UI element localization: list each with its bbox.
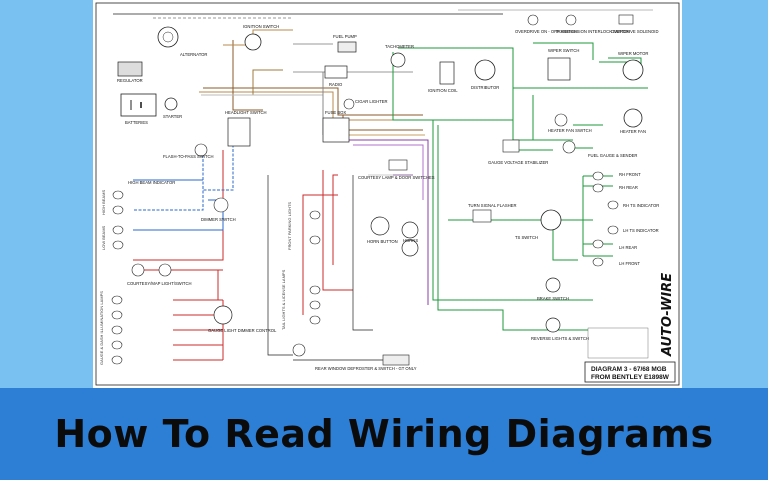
label-layer: IGNITION SWITCH ALTERNATOR REGULATOR BAT… xyxy=(99,24,675,381)
alternator-symbol xyxy=(157,26,179,48)
gauge-stabilizer-symbol xyxy=(502,139,520,153)
label-courtesy-lamp: COURTESY LAMP & DOOR SWITCHES xyxy=(358,175,435,180)
label-starter: STARTER xyxy=(163,114,182,119)
label-wiper-motor: WIPER MOTOR xyxy=(618,51,648,56)
courtesy-map-light-symbol xyxy=(131,263,145,277)
color-legend-box xyxy=(587,327,649,359)
label-cigar-lighter: CIGAR LIGHTER xyxy=(355,99,388,104)
label-gauge-stabilizer: GAUGE VOLTAGE STABILIZER xyxy=(488,160,548,165)
label-distributor: DISTRIBUTOR xyxy=(471,85,499,90)
heater-fan-switch-symbol xyxy=(554,113,568,127)
right-background xyxy=(682,0,768,388)
brake-switch-symbol xyxy=(545,277,561,293)
label-high-beam-indicator: HIGH BEAM INDICATOR xyxy=(128,180,175,185)
ignition-coil-symbol xyxy=(439,61,455,85)
courtesy-lamp-symbol xyxy=(388,159,408,171)
label-gauge-dimmer: GAUGE LIGHT DIMMER CONTROL xyxy=(208,328,277,333)
label-brake-switch: BRAKE SWITCH xyxy=(537,296,569,301)
diagram-title-line2: FROM BENTLEY E1898W xyxy=(591,374,670,381)
cigar-lighter-symbol xyxy=(343,98,355,110)
battery-symbol xyxy=(120,93,157,117)
diagram-title-box xyxy=(584,361,676,383)
label-rear-defroster: REAR WINDOW DEFROSTER & SWITCH - GT ONLY xyxy=(315,366,417,371)
gauge-dimmer-symbol xyxy=(213,305,233,325)
label-fuel-gauge: FUEL GAUGE & SENDER xyxy=(588,153,637,158)
horns-symbol xyxy=(401,221,419,239)
fuel-pump-symbol xyxy=(337,41,357,53)
label-ignition-coil: IGNITION COIL xyxy=(428,88,458,93)
component-layer xyxy=(111,14,676,383)
flash-to-pass-symbol xyxy=(194,143,208,157)
label-front-parking: FRONT PARKING LIGHTS xyxy=(287,202,292,250)
label-rh-ts-indicator: RH TS INDICATOR xyxy=(623,203,659,208)
label-fuse-box: FUSE BOX xyxy=(325,110,346,115)
label-wiper-switch: WIPER SWITCH xyxy=(548,48,579,53)
label-turn-flasher: TURN SIGNAL FLASHER xyxy=(468,203,516,208)
diagram-title-line1: DIAGRAM 3 - 67/68 MGB xyxy=(591,366,667,373)
label-reverse-lights: REVERSE LIGHTS & SWITCH xyxy=(531,336,589,341)
label-alternator: ALTERNATOR xyxy=(180,52,207,57)
diagram-border xyxy=(95,2,680,386)
label-ignition-switch: IGNITION SWITCH xyxy=(243,24,279,29)
wiper-switch-symbol xyxy=(547,57,571,81)
reverse-switch-symbol xyxy=(545,317,561,333)
label-flash-to-pass: FLASH-TO-PASS SWITCH xyxy=(163,154,214,159)
parking-tail-bulbs xyxy=(309,210,321,325)
label-rh-front: RH FRONT xyxy=(619,172,641,177)
auto-wire-brand: AUTO-WIRE xyxy=(660,273,675,357)
ignition-switch-symbol xyxy=(244,33,262,51)
label-high-beams: HIGH BEAMS xyxy=(101,190,106,215)
label-headlight-switch: HEADLIGHT SWITCH xyxy=(225,110,267,115)
headlight-switch-symbol xyxy=(227,117,251,147)
title-banner: How To Read Wiring Diagrams xyxy=(0,388,768,480)
label-regulator: REGULATOR xyxy=(117,78,143,83)
headlamp-bulbs xyxy=(112,190,124,250)
radio-symbol xyxy=(324,65,348,79)
turn-signal-bulbs xyxy=(592,171,619,267)
dimmer-switch-symbol xyxy=(213,197,229,213)
label-tachometer: TACHOMETER xyxy=(385,44,414,49)
dash-lamp-bulbs xyxy=(111,295,123,365)
fuse-box-symbol xyxy=(322,117,350,143)
label-overdrive-switch: OVERDRIVE ON - OFF SWITCH xyxy=(515,29,577,34)
label-dimmer-switch: DIMMER SWITCH xyxy=(201,217,236,222)
label-tail-lights: TAIL LIGHTS & LICENSE LAMPS xyxy=(281,269,286,330)
wiring-diagram-image: IGNITION SWITCH ALTERNATOR REGULATOR BAT… xyxy=(93,0,682,388)
label-lh-front: LH FRONT xyxy=(619,261,640,266)
label-overdrive-solenoid: OVERDRIVE SOLENOID xyxy=(611,29,658,34)
label-ts-switch: TS SWITCH xyxy=(515,235,538,240)
label-rh-rear: RH REAR xyxy=(619,185,638,190)
overdrive-switch-symbol xyxy=(527,14,539,26)
label-batteries: BATTERIES xyxy=(125,120,148,125)
horn-button-symbol xyxy=(370,216,390,236)
label-courtesy-map: COURTESY/MAP LIGHT/SWITCH xyxy=(127,281,192,286)
overdrive-solenoid-symbol xyxy=(618,14,634,25)
wiring-diagram-svg: IGNITION SWITCH ALTERNATOR REGULATOR BAT… xyxy=(95,2,680,386)
fuel-gauge-symbol xyxy=(562,140,576,154)
ts-switch-symbol xyxy=(540,209,562,231)
label-heater-fan: HEATER FAN xyxy=(620,129,646,134)
regulator-symbol xyxy=(117,61,143,77)
rear-defroster-symbol xyxy=(382,354,410,366)
label-horns: HORNS xyxy=(403,238,418,243)
wiper-motor-symbol xyxy=(622,59,644,81)
banner-title: How To Read Wiring Diagrams xyxy=(54,412,714,456)
interlock-switch-symbol xyxy=(565,14,577,26)
label-radio: RADIO xyxy=(329,82,343,87)
distributor-symbol xyxy=(474,59,496,81)
label-gauge-illum: GAUGE & DASH ILLUMINATION LAMPS xyxy=(99,291,104,365)
label-low-beams: LOW BEAMS xyxy=(101,225,106,250)
label-lh-ts-indicator: LH TS INDICATOR xyxy=(623,228,659,233)
label-lh-rear: LH REAR xyxy=(619,245,637,250)
label-fuel-pump: FUEL PUMP xyxy=(333,34,357,39)
left-background xyxy=(0,0,93,388)
heater-fan-symbol xyxy=(623,108,643,128)
label-heater-fan-switch: HEATER FAN SWITCH xyxy=(548,128,592,133)
tachometer-symbol xyxy=(390,52,406,68)
turn-flasher-symbol xyxy=(472,209,492,223)
starter-symbol xyxy=(164,97,178,111)
label-horn-button: HORN BUTTON xyxy=(367,239,398,244)
label-transmission-switch: TRANSMISSION INTERLOCK SWITCH xyxy=(555,29,630,34)
